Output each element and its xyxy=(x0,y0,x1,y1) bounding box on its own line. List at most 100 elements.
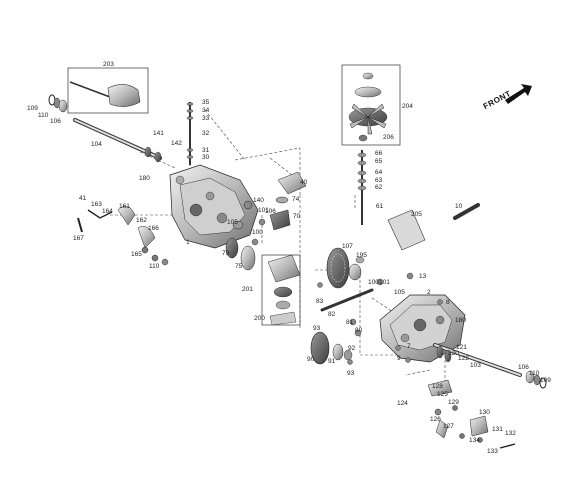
axle-104 xyxy=(73,118,162,163)
part-label-62: 62 xyxy=(375,184,383,191)
part-label-90: 90 xyxy=(307,356,315,363)
part-label-103: 103 xyxy=(470,362,481,369)
part-label-206: 206 xyxy=(383,134,394,141)
part-label-161: 161 xyxy=(119,203,130,210)
part-label-141: 141 xyxy=(153,130,164,137)
seals-right xyxy=(525,370,547,389)
part-label-10: 10 xyxy=(455,203,463,210)
part-label-204: 204 xyxy=(402,103,413,110)
part-label-126: 126 xyxy=(430,416,441,423)
part-label-82: 82 xyxy=(328,311,336,318)
axle-103 xyxy=(433,343,522,377)
part-label-105: 105 xyxy=(227,219,238,226)
part-label-142: 142 xyxy=(171,140,182,147)
part-label-101: 101 xyxy=(258,207,269,214)
part-label-105: 105 xyxy=(394,289,405,296)
part-label-121: 121 xyxy=(456,344,467,351)
part-label-163: 163 xyxy=(91,201,102,208)
part-label-201: 201 xyxy=(242,286,253,293)
part-label-180: 180 xyxy=(455,317,466,324)
part-label-7: 7 xyxy=(407,343,411,350)
shaft-61-stack xyxy=(357,150,367,225)
part-label-164: 164 xyxy=(102,208,113,215)
part-label-122: 122 xyxy=(458,355,469,362)
shaft-82 xyxy=(320,288,374,312)
part-label-41: 41 xyxy=(79,195,87,202)
shaft-32 xyxy=(186,102,194,165)
part-label-33: 33 xyxy=(202,115,210,122)
part-label-128: 128 xyxy=(432,383,443,390)
part-label-1: 1 xyxy=(186,239,190,246)
part-label-127: 127 xyxy=(443,423,454,430)
pad-205 xyxy=(387,209,426,251)
part-label-35: 35 xyxy=(202,99,210,106)
part-label-31: 31 xyxy=(202,147,210,154)
part-label-80: 80 xyxy=(355,327,363,334)
part-label-134: 134 xyxy=(469,437,480,444)
part-label-8: 8 xyxy=(446,299,450,306)
part-label-81: 81 xyxy=(346,319,354,326)
part-label-101: 101 xyxy=(379,279,390,286)
part-label-125: 125 xyxy=(437,391,448,398)
part-label-124: 124 xyxy=(397,400,408,407)
part-label-109: 109 xyxy=(540,377,551,384)
front-arrow xyxy=(505,84,532,104)
part-label-203: 203 xyxy=(103,61,114,68)
part-label-93: 93 xyxy=(313,325,321,332)
part-label-93: 93 xyxy=(347,370,355,377)
part-label-110: 110 xyxy=(529,370,540,377)
part-label-104: 104 xyxy=(91,141,102,148)
bolts xyxy=(161,218,443,365)
part-label-107: 107 xyxy=(342,243,353,250)
gear-90 xyxy=(310,331,353,365)
part-label-106: 106 xyxy=(50,118,61,125)
part-label-2: 2 xyxy=(427,289,431,296)
part-label-40: 40 xyxy=(300,179,308,186)
part-label-74: 74 xyxy=(292,196,300,203)
part-label-195: 195 xyxy=(356,252,367,259)
part-label-13: 13 xyxy=(419,273,427,280)
part-label-79: 79 xyxy=(222,250,230,257)
central-parts xyxy=(243,171,307,231)
kit-204-box xyxy=(341,64,401,146)
part-label-75: 75 xyxy=(235,263,243,270)
part-label-9: 9 xyxy=(397,355,401,362)
part-label-110: 110 xyxy=(38,112,49,119)
part-label-64: 64 xyxy=(375,169,383,176)
part-label-165: 165 xyxy=(131,251,142,258)
part-label-120: 120 xyxy=(448,350,459,357)
levers-left xyxy=(77,205,159,262)
part-label-106: 106 xyxy=(265,208,276,215)
part-label-205: 205 xyxy=(411,211,422,218)
part-label-131: 131 xyxy=(492,426,503,433)
part-label-109: 109 xyxy=(27,105,38,112)
part-label-110: 110 xyxy=(149,263,160,270)
kit-203-box xyxy=(67,67,149,114)
part-label-32: 32 xyxy=(202,130,210,137)
kit-201-box xyxy=(261,254,301,326)
part-label-61: 61 xyxy=(376,203,384,210)
part-label-106: 106 xyxy=(518,364,529,371)
part-label-129: 129 xyxy=(448,399,459,406)
part-label-140: 140 xyxy=(253,197,264,204)
part-label-162: 162 xyxy=(136,217,147,224)
part-label-63: 63 xyxy=(375,177,383,184)
small-parts-lower-right xyxy=(427,379,516,449)
gear-107 xyxy=(326,247,365,289)
part-label-180: 180 xyxy=(139,175,150,182)
part-label-30: 30 xyxy=(202,154,210,161)
part-label-132: 132 xyxy=(505,430,516,437)
part-label-34: 34 xyxy=(202,107,210,114)
part-label-200: 200 xyxy=(254,315,265,322)
part-label-92: 92 xyxy=(348,345,356,352)
part-label-65: 65 xyxy=(375,158,383,165)
housing-right-2 xyxy=(379,294,466,363)
part-label-133: 133 xyxy=(487,448,498,455)
part-label-130: 130 xyxy=(479,409,490,416)
seals-left xyxy=(48,94,68,113)
part-label-83: 83 xyxy=(316,298,324,305)
part-label-100: 100 xyxy=(252,229,263,236)
part-label-100: 100 xyxy=(368,279,379,286)
